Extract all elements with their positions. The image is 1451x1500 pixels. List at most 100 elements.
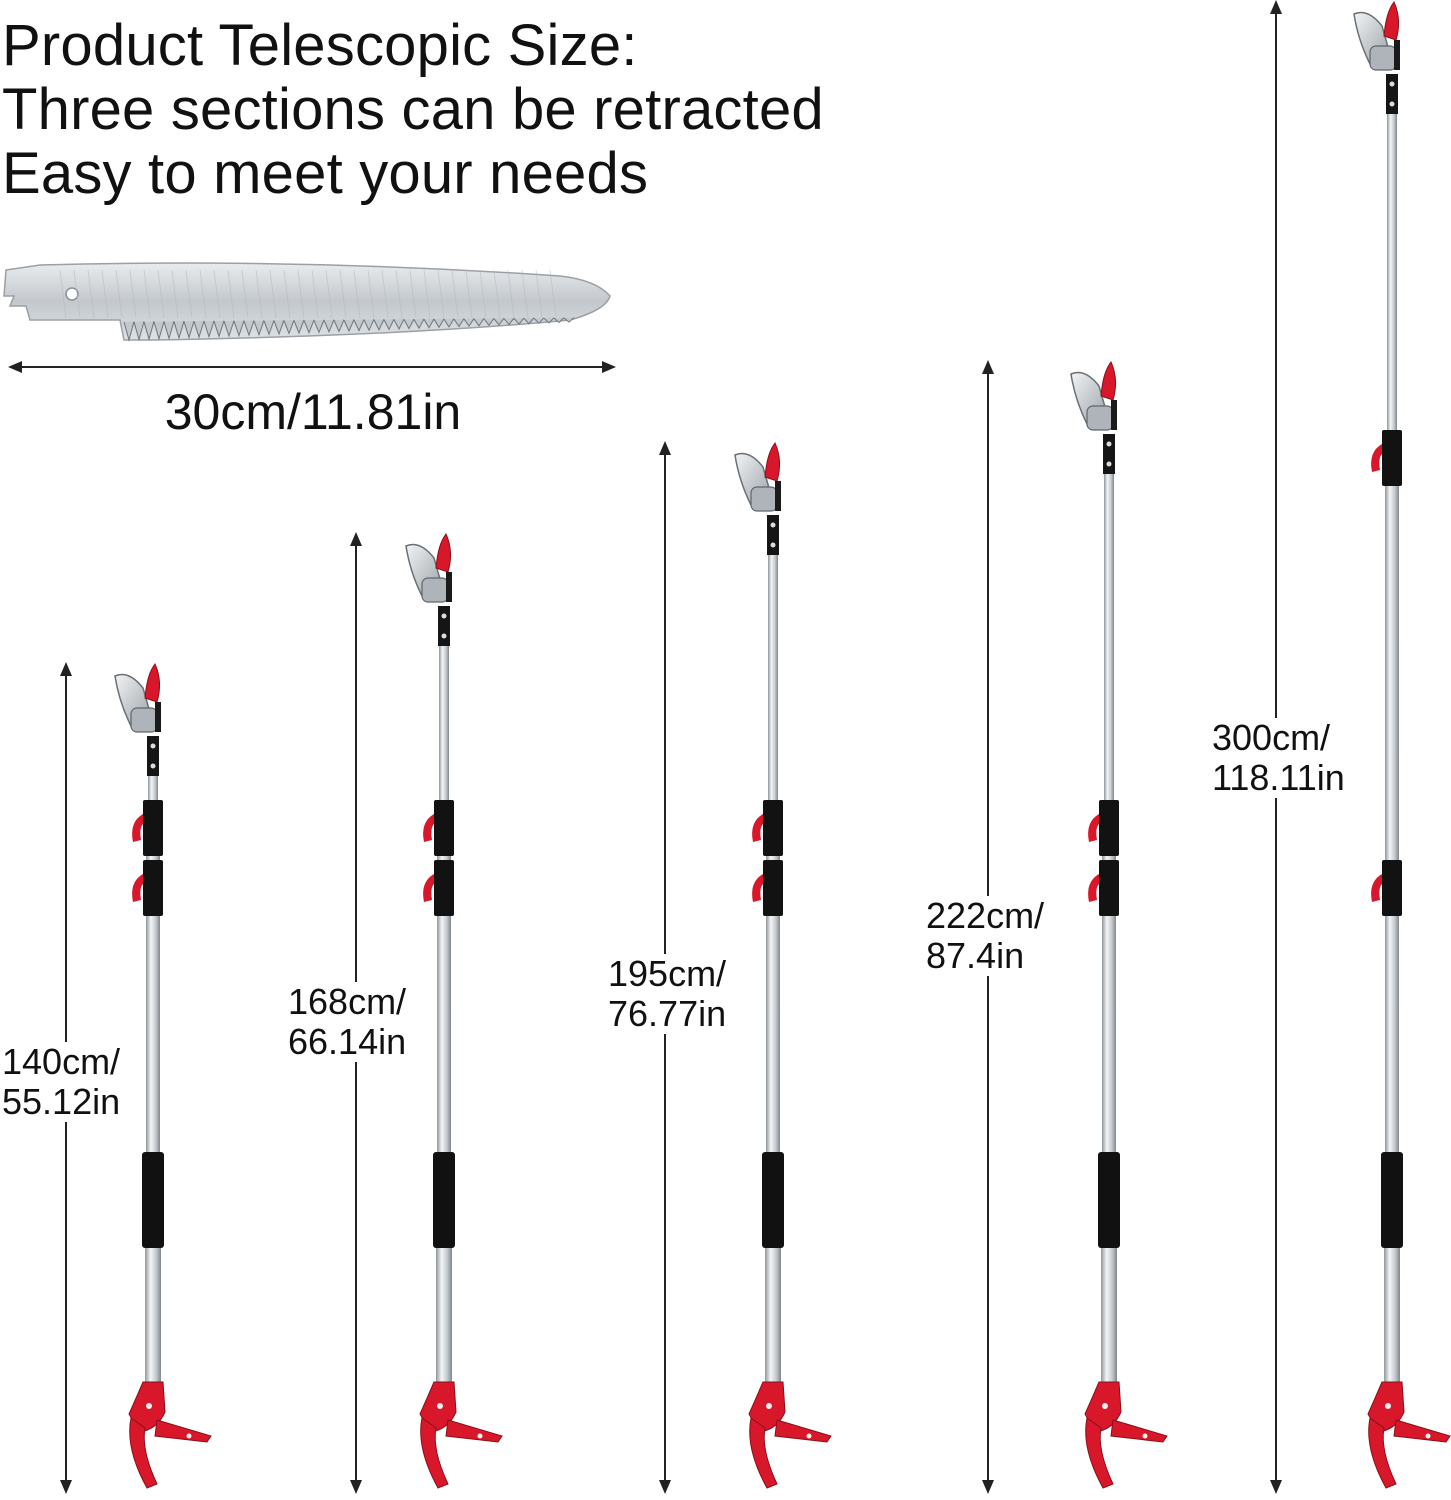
- saw-grain-line: [101, 269, 109, 319]
- clamp-lever: [752, 814, 763, 842]
- saw-grain-line: [381, 269, 389, 319]
- arrow-head-down: [982, 1480, 994, 1494]
- telescopic-lock-clamp: [1088, 860, 1119, 916]
- saw-grain-line: [143, 269, 151, 319]
- clamp-lever: [132, 814, 143, 842]
- pole-label-plate: [767, 515, 779, 555]
- saw-grain-line: [549, 269, 557, 319]
- trigger-handle: [419, 1381, 503, 1489]
- clamp-lever: [1088, 874, 1099, 902]
- pruner-cutting-blade: [1100, 361, 1117, 401]
- pruner-pivot-housing: [1086, 405, 1114, 431]
- handle-grip-hook: [1368, 1417, 1397, 1489]
- saw-grain-line: [353, 269, 361, 319]
- pruner-side-bar: [775, 481, 781, 511]
- length-cm: 168cm/: [288, 981, 407, 1022]
- telescopic-lock-clamp: [132, 800, 163, 856]
- pruner-head: [734, 442, 781, 512]
- pruner-head: [405, 533, 452, 603]
- rivet-icon: [770, 542, 776, 548]
- saw-grain-line: [171, 269, 179, 319]
- length-in: 76.77in: [608, 993, 727, 1034]
- saw-grain-line: [241, 269, 249, 319]
- screw-icon: [1102, 1403, 1108, 1409]
- saw-grain-line: [521, 269, 529, 319]
- pole-lower-section: [1384, 1240, 1400, 1390]
- screw-icon: [146, 1403, 152, 1409]
- foam-grip: [433, 1152, 455, 1248]
- saw-grain-line: [465, 269, 473, 319]
- screw-icon: [186, 1433, 192, 1439]
- pole-label-plate: [1386, 74, 1398, 114]
- screw-icon: [766, 1403, 772, 1409]
- length-in: 118.11in: [1212, 757, 1345, 798]
- saw-grain-line: [283, 269, 291, 319]
- telescopic-lock-clamp: [752, 860, 783, 916]
- pruner-side-bar: [1111, 400, 1117, 430]
- pruner-head: [1353, 1, 1400, 71]
- telescopic-lock-clamp: [132, 860, 163, 916]
- pruner-cutting-blade: [1383, 1, 1400, 41]
- saw-grain-line: [339, 269, 347, 319]
- clamp-collar: [434, 800, 454, 856]
- handle-trigger-lever: [1393, 1419, 1451, 1443]
- saw-grain-line: [507, 269, 515, 319]
- saw-grain-line: [185, 269, 193, 319]
- telescopic-lock-clamp: [1371, 430, 1402, 486]
- foam-grip: [1098, 1152, 1120, 1248]
- foam-grip: [142, 1152, 164, 1248]
- screw-icon: [437, 1403, 443, 1409]
- saw-grain-line: [227, 269, 235, 319]
- length-in: 87.4in: [926, 935, 1025, 976]
- rivet-icon: [441, 633, 447, 639]
- rivet-icon: [1106, 461, 1112, 467]
- pruner-cutting-blade: [435, 533, 452, 573]
- telescopic-lock-clamp: [752, 800, 783, 856]
- handle-trigger-lever: [774, 1419, 832, 1443]
- screw-icon: [1142, 1433, 1148, 1439]
- rivet-icon: [1389, 101, 1395, 107]
- telescopic-lock-clamp: [423, 800, 454, 856]
- arrow-head-up: [350, 532, 362, 546]
- clamp-lever: [423, 814, 434, 842]
- clamp-lever: [132, 874, 143, 902]
- pruner-pivot-housing: [130, 707, 158, 733]
- pole-label-plate: [1103, 434, 1115, 474]
- pole-label-plate: [438, 606, 450, 646]
- telescopic-lock-clamp: [423, 860, 454, 916]
- pruner-side-bar: [155, 702, 161, 732]
- clamp-collar: [1099, 800, 1119, 856]
- pruner-head: [1070, 361, 1117, 431]
- saw-grain-line: [213, 269, 221, 319]
- saw-grain-line: [311, 269, 319, 319]
- arrow-head-down: [350, 1480, 362, 1494]
- handle-grip-hook: [420, 1417, 449, 1489]
- pole-upper-section: [439, 610, 449, 800]
- clamp-collar: [1382, 430, 1402, 486]
- saw-grain-line: [423, 269, 431, 319]
- length-label-140: 140cm/ 55.12in: [0, 1041, 123, 1122]
- length-cm: 140cm/: [2, 1041, 121, 1082]
- pole-upper-section: [1387, 78, 1397, 430]
- pruner-cutting-blade: [144, 663, 161, 703]
- handle-trigger-lever: [445, 1419, 503, 1443]
- saw-grain-line: [493, 269, 501, 319]
- screw-icon: [806, 1433, 812, 1439]
- pruner-pivot-housing: [1369, 45, 1397, 71]
- screw-icon: [477, 1433, 483, 1439]
- saw-teeth: [59, 269, 575, 342]
- rivet-icon: [441, 613, 447, 619]
- pruner-cutting-blade: [764, 442, 781, 482]
- trigger-handle: [748, 1381, 832, 1489]
- rivet-icon: [150, 743, 156, 749]
- length-cm: 195cm/: [608, 953, 727, 994]
- saw-hole: [65, 287, 79, 301]
- pole-lower-section: [1101, 1240, 1117, 1390]
- length-cm: 300cm/: [1212, 717, 1331, 758]
- handle-grip-hook: [749, 1417, 778, 1489]
- saw-grain-line: [535, 269, 543, 319]
- saw-grain-line: [59, 269, 67, 319]
- clamp-lever: [1371, 444, 1382, 472]
- length-label-168: 168cm/ 66.14in: [286, 981, 409, 1062]
- saw-dimension-arrow: [8, 361, 616, 373]
